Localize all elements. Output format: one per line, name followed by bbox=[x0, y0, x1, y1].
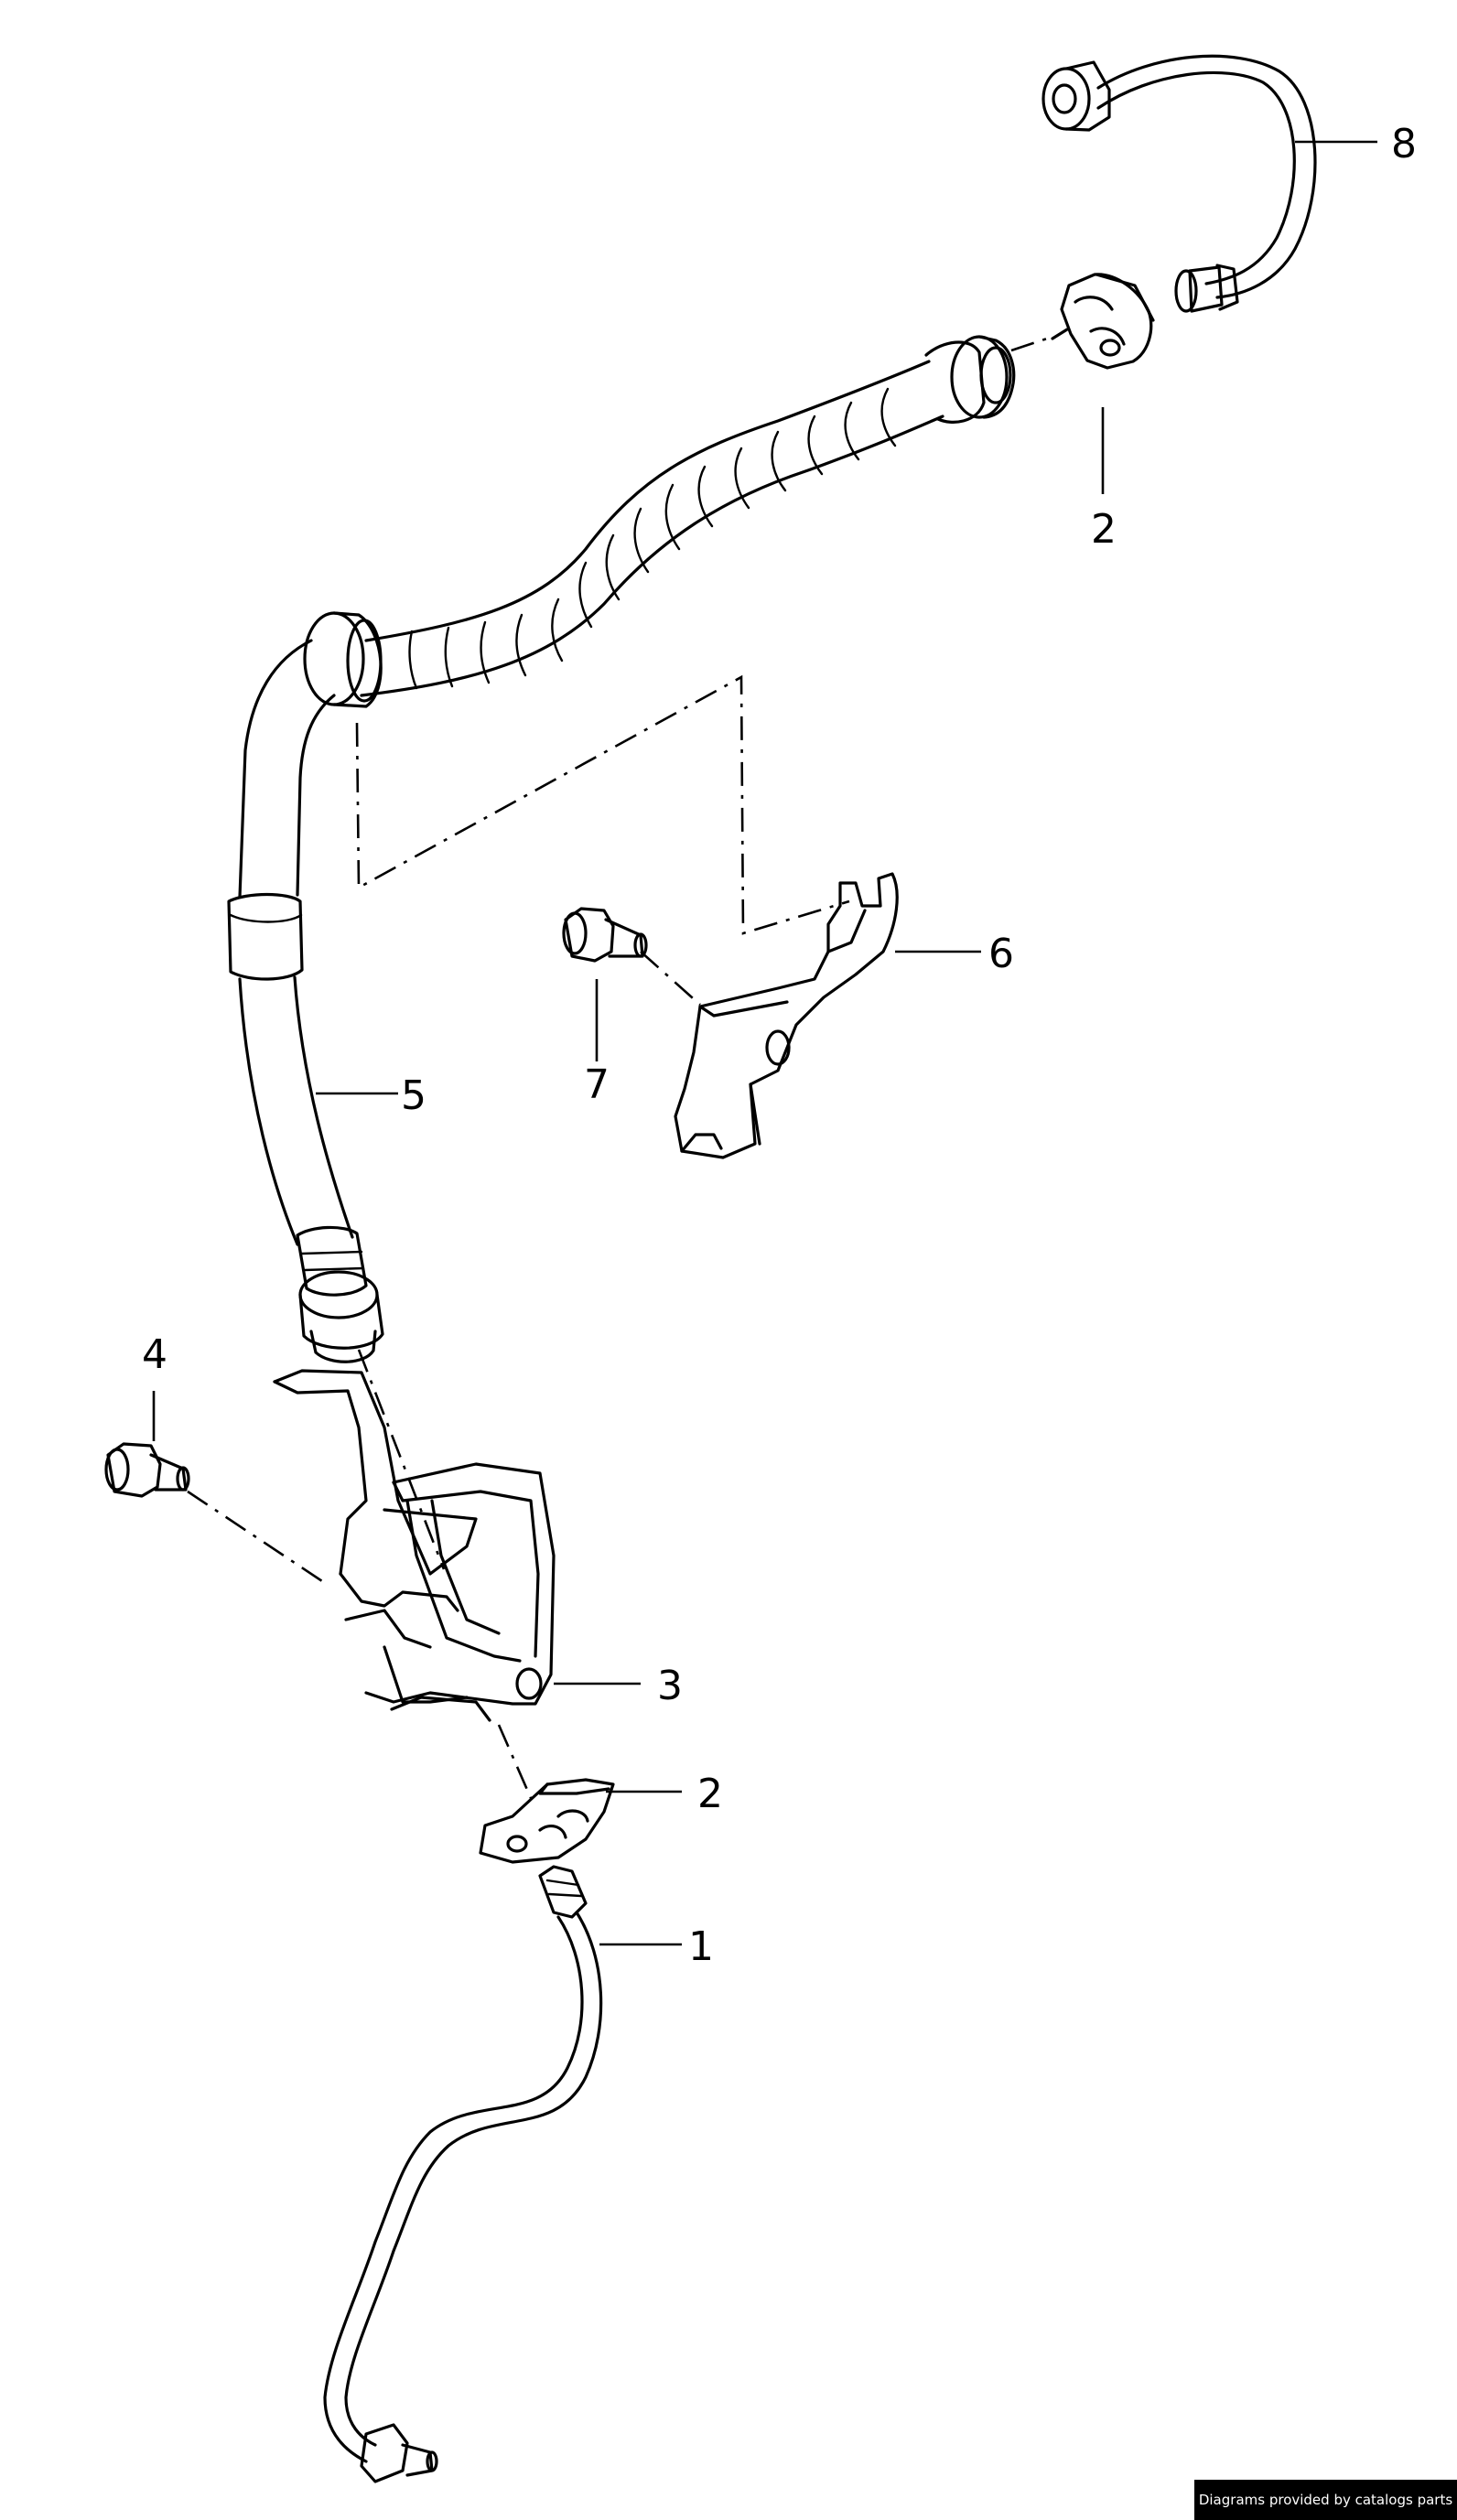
assembly-lines bbox=[187, 335, 1053, 1799]
callout-7: 7 bbox=[584, 1061, 610, 1108]
part-8-brake-pipe bbox=[1041, 54, 1317, 313]
part-4-bolt bbox=[104, 1442, 190, 1498]
callout-6: 6 bbox=[988, 931, 1014, 977]
part-2-retaining-plate-bottom bbox=[479, 1778, 615, 1864]
part-2-clip-top bbox=[1051, 273, 1155, 370]
part-5-brake-hose bbox=[227, 335, 1016, 1363]
callout-3: 3 bbox=[657, 1663, 683, 1709]
part-1-brake-line bbox=[323, 1865, 603, 2483]
callout-4: 4 bbox=[142, 1331, 167, 1378]
callout-2-bottom: 2 bbox=[697, 1771, 723, 1817]
callout-1: 1 bbox=[688, 1923, 714, 1970]
callout-2-top: 2 bbox=[1091, 506, 1117, 553]
callout-labels: 8 2 6 7 5 4 3 2 1 bbox=[142, 121, 1417, 1970]
part-6-mounting-bracket bbox=[674, 872, 899, 1159]
callout-5: 5 bbox=[401, 1072, 426, 1119]
part-7-bolt bbox=[562, 907, 648, 963]
credit-text: Diagrams provided by catalogs parts bbox=[1198, 2492, 1453, 2508]
credit-banner: Diagrams provided by catalogs parts bbox=[1194, 2480, 1457, 2520]
part-3-bracket bbox=[273, 1369, 556, 1722]
leader-lines bbox=[152, 140, 1377, 1946]
callout-8: 8 bbox=[1391, 121, 1417, 167]
